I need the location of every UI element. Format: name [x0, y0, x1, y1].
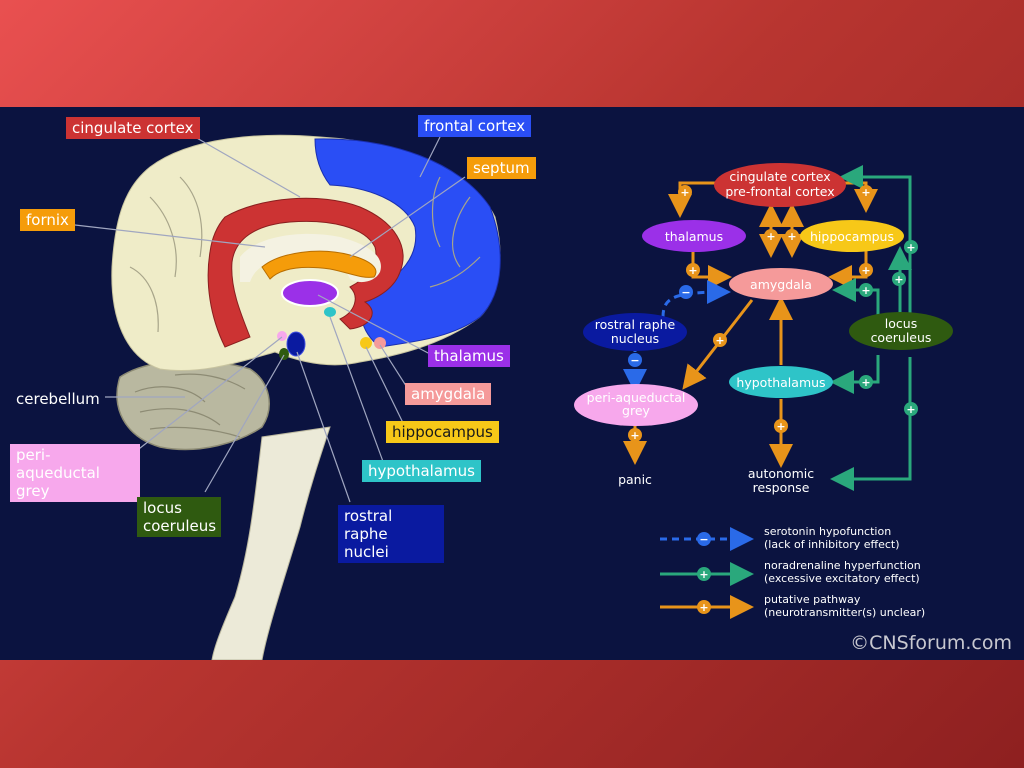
- noradrenaline-arrows: [830, 165, 912, 491]
- node-text-hippocampus: hippocampus: [810, 229, 894, 244]
- label-cingulate-cortex: cingulate cortex: [66, 117, 200, 139]
- label-thalamus: thalamus: [428, 345, 510, 367]
- svg-text:+: +: [861, 264, 870, 277]
- node-text-peri-1: peri-aqueductal: [587, 390, 686, 405]
- svg-text:−: −: [630, 354, 639, 367]
- node-text-cingulate-2: pre-frontal cortex: [725, 184, 834, 199]
- legend: − + + serotonin hypofunction (lack of in…: [660, 525, 925, 619]
- label-peri-aqueductal-grey: peri-aqueductal grey: [10, 444, 140, 502]
- node-text-raphe-1: rostral raphe: [595, 317, 676, 332]
- brainstem: [211, 426, 331, 660]
- label-cerebellum: cerebellum: [16, 390, 100, 408]
- svg-text:+: +: [766, 230, 775, 243]
- minus-badges-blue: − −: [628, 285, 693, 367]
- plus-badges-orange: + + + + + + + + +: [628, 185, 873, 442]
- node-text-raphe-2: nucleus: [611, 331, 659, 346]
- svg-text:+: +: [630, 429, 639, 442]
- legend-noradrenaline-2: (excessive excitatory effect): [764, 572, 920, 585]
- svg-text:+: +: [699, 568, 708, 581]
- node-text-amygdala: amygdala: [750, 277, 812, 292]
- legend-serotonin-1: serotonin hypofunction: [764, 525, 891, 538]
- copyright-text: ©CNSforum.com: [850, 632, 1012, 654]
- serotonin-arrows: [623, 280, 731, 393]
- label-amygdala: amygdala: [405, 383, 492, 405]
- septum-shape: [261, 250, 377, 280]
- legend-noradrenaline-1: noradrenaline hyperfunction: [764, 559, 921, 572]
- node-text-hypothalamus: hypothalamus: [736, 375, 825, 390]
- svg-text:+: +: [680, 186, 689, 199]
- node-text-autonomic-1: autonomic: [748, 466, 814, 481]
- brain-illustration: [74, 134, 501, 660]
- node-locus-coeruleus: [849, 312, 953, 350]
- label-frontal-cortex: frontal cortex: [418, 115, 532, 137]
- svg-text:−: −: [699, 533, 708, 546]
- diagram-panel: cingulate cortex frontal cortex septum f…: [0, 107, 1024, 660]
- node-text-cingulate-1: cingulate cortex: [729, 169, 830, 184]
- svg-text:+: +: [861, 376, 870, 389]
- pathway-diagram: cingulate cortex pre-frontal cortex thal…: [574, 163, 953, 619]
- svg-text:+: +: [699, 601, 708, 614]
- amygdala-shape: [374, 337, 386, 349]
- node-peri-aqueductal-grey: [574, 384, 698, 426]
- svg-text:+: +: [906, 403, 915, 416]
- thalamus-shape: [281, 279, 339, 307]
- label-rostral-raphe-nuclei: rostral raphe nuclei: [338, 505, 444, 563]
- legend-putative-1: putative pathway: [764, 593, 861, 606]
- node-text-thalamus: thalamus: [665, 229, 723, 244]
- hippocampus-shape: [360, 337, 372, 349]
- plus-badges-green: + + + + +: [859, 240, 918, 416]
- label-hypothalamus: hypothalamus: [362, 460, 481, 482]
- svg-text:+: +: [894, 273, 903, 286]
- label-hippocampus: hippocampus: [386, 421, 499, 443]
- svg-text:+: +: [861, 284, 870, 297]
- node-hippocampus: [800, 220, 904, 252]
- node-text-locus-2: coeruleus: [871, 330, 932, 345]
- hypothalamus-shape: [324, 307, 336, 317]
- svg-text:+: +: [787, 230, 796, 243]
- svg-text:+: +: [861, 186, 870, 199]
- legend-serotonin-2: (lack of inhibitory effect): [764, 538, 900, 551]
- label-fornix: fornix: [20, 209, 75, 231]
- svg-text:−: −: [681, 286, 690, 299]
- node-text-panic: panic: [618, 472, 652, 487]
- svg-text:+: +: [715, 334, 724, 347]
- node-text-peri-2: grey: [622, 403, 650, 418]
- svg-text:+: +: [776, 420, 785, 433]
- node-text-locus-1: locus: [885, 316, 917, 331]
- leader-lines: [74, 136, 466, 503]
- legend-putative-2: (neurotransmitter(s) unclear): [764, 606, 925, 619]
- svg-text:+: +: [906, 241, 915, 254]
- node-text-autonomic-2: response: [753, 480, 810, 495]
- node-amygdala: [729, 268, 833, 300]
- svg-text:+: +: [688, 264, 697, 277]
- label-septum: septum: [467, 157, 536, 179]
- locus-shape: [279, 348, 289, 360]
- node-hypothalamus: [729, 366, 833, 398]
- node-cingulate-cortex: [714, 163, 846, 207]
- raphe-shape: [286, 331, 306, 357]
- label-locus-coeruleus: locus coeruleus: [137, 497, 221, 537]
- node-rostral-raphe: [583, 313, 687, 351]
- node-thalamus: [642, 220, 746, 252]
